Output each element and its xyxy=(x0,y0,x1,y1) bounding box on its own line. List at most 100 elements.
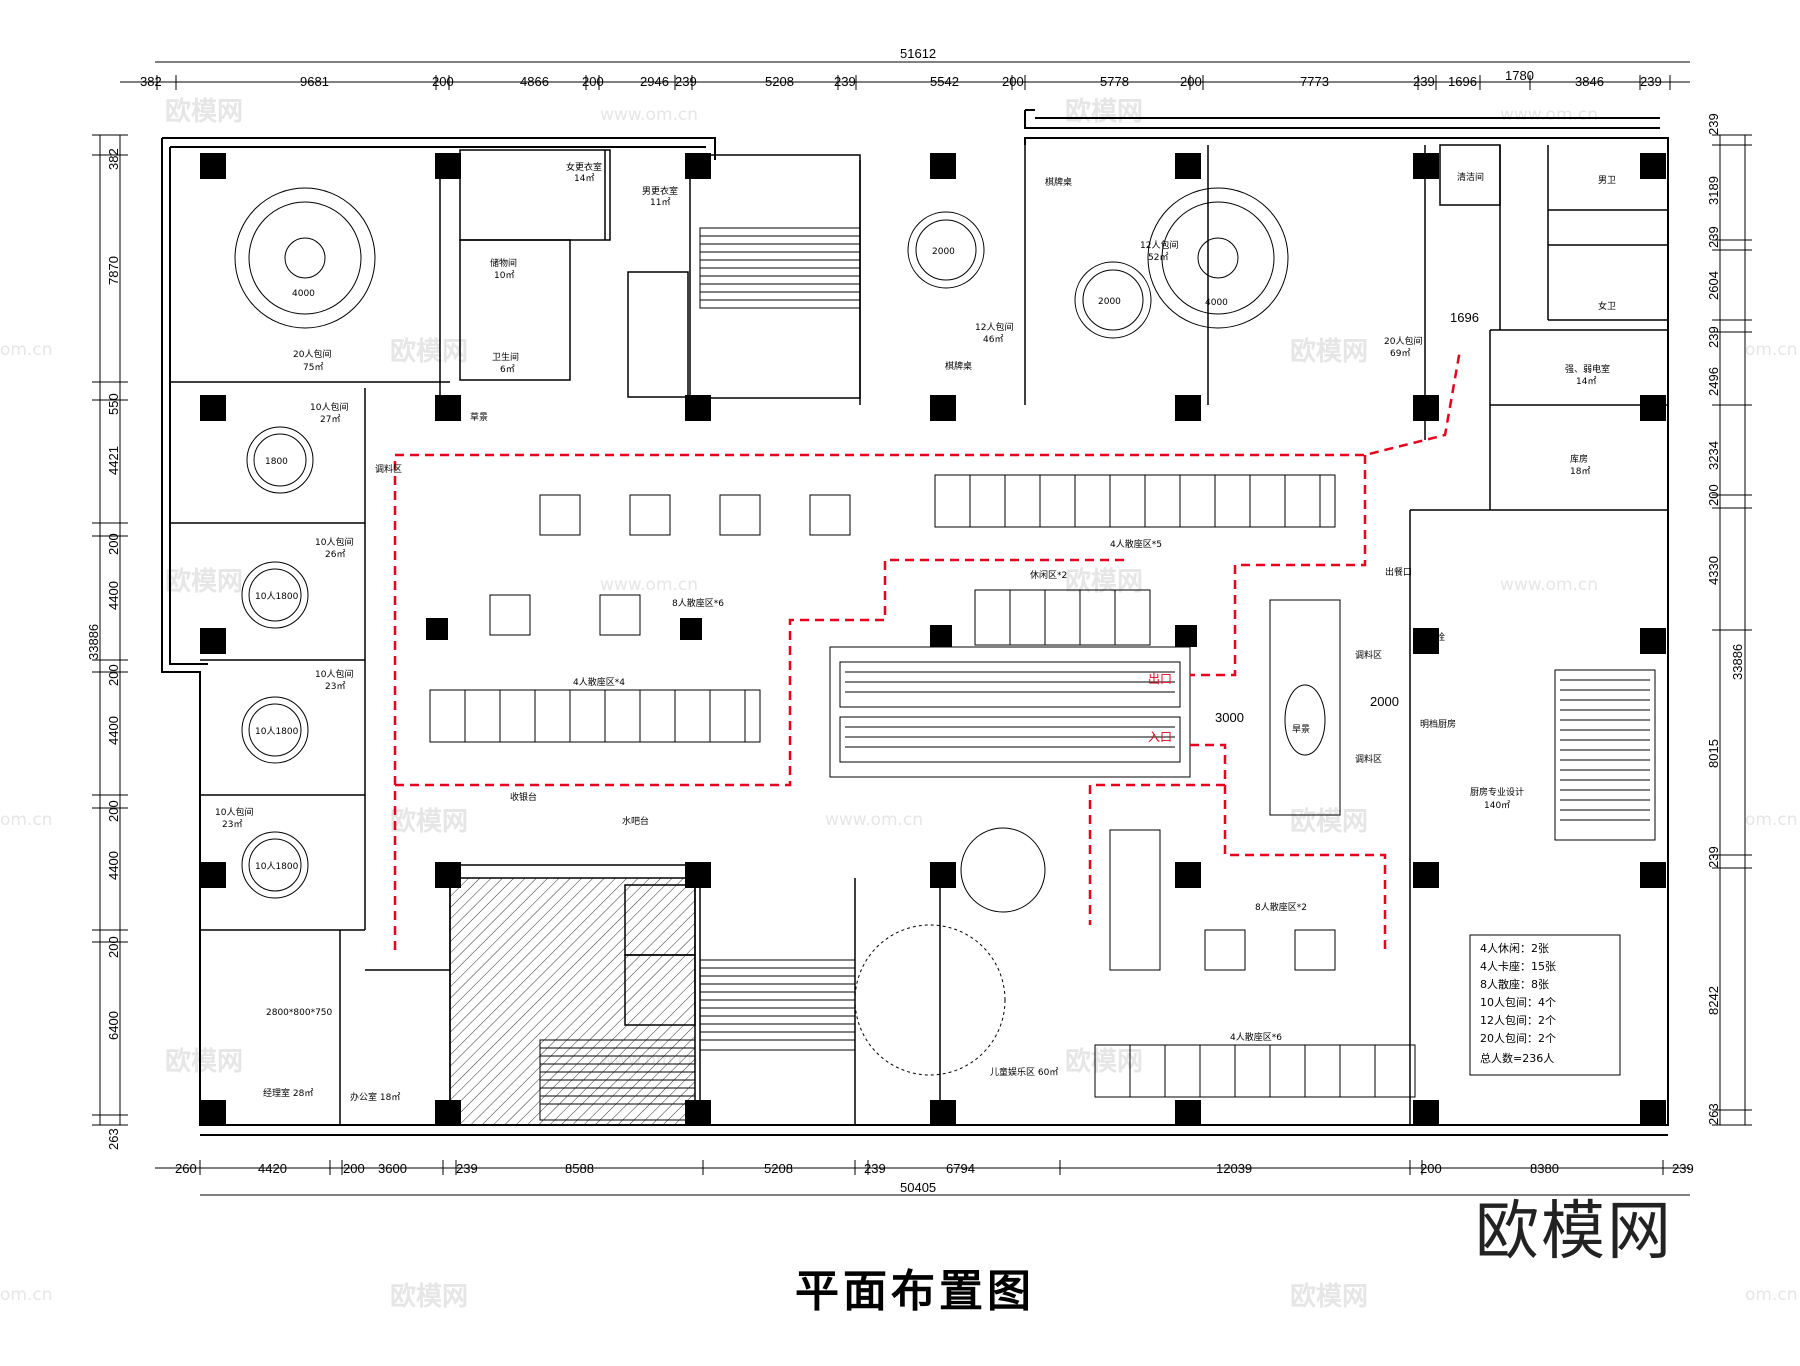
circulation-route xyxy=(393,349,1462,955)
dim-right: 2604 xyxy=(1706,271,1721,300)
dim-top: 200 xyxy=(1180,74,1202,89)
summary-line: 20人包间：2个 xyxy=(1480,1032,1556,1045)
dim-bottom: 239 xyxy=(864,1161,886,1176)
watermark: 欧模网 xyxy=(390,806,468,837)
watermark: om.cn xyxy=(1745,810,1798,830)
fire-hydrant-label: 消防栓 xyxy=(1418,631,1445,643)
watermark: 欧模网 xyxy=(1290,806,1368,837)
dim-right: 8015 xyxy=(1706,739,1721,768)
watermark: 欧模网 xyxy=(1290,1281,1368,1312)
room-name: 清洁间 xyxy=(1457,171,1484,183)
dim-left-total: 33886 xyxy=(86,624,101,660)
dimension-labels: 51612 382 9681 200 4866 200 2946 239 520… xyxy=(86,46,1745,1195)
dim-right: 239 xyxy=(1706,113,1721,135)
interior-walls xyxy=(170,144,1668,1126)
room-name: 10人包间 xyxy=(215,806,253,818)
dim-bottom: 239 xyxy=(456,1161,478,1176)
zone-label: 4人散座区*4 xyxy=(573,676,625,688)
room-name: 女卫 xyxy=(1598,300,1616,312)
landscape-label: 草景 xyxy=(470,411,488,423)
summary-line: 4人休闲：2张 xyxy=(1480,941,1549,955)
dim-bottom: 239 xyxy=(1672,1161,1694,1176)
dim-left: 550 xyxy=(106,393,121,415)
room-name: 储物间 xyxy=(490,257,517,269)
dim-top: 382 xyxy=(140,74,162,89)
room-area: 14㎡ xyxy=(1576,376,1596,387)
summary-line: 4人卡座：15张 xyxy=(1480,959,1556,973)
table-size-label: 2000 xyxy=(932,247,955,257)
room-area: 140㎡ xyxy=(1484,800,1510,811)
watermark: om.cn xyxy=(1745,340,1798,360)
outer-walls xyxy=(161,109,1669,1136)
room-area: 27㎡ xyxy=(320,414,340,425)
watermark: www.om.cn xyxy=(600,105,698,125)
square-tables xyxy=(489,494,1336,971)
dim-right: 200 xyxy=(1706,484,1721,506)
zone-label: 4人散座区*5 xyxy=(1110,538,1162,550)
room-area: 26㎡ xyxy=(325,549,345,560)
watermark: www.om.cn xyxy=(1500,575,1598,595)
dim-left: 4400 xyxy=(106,851,121,880)
kids-play-area xyxy=(854,599,1341,1076)
dim-right: 4330 xyxy=(1706,556,1721,585)
room-area: 69㎡ xyxy=(1390,348,1410,359)
dim-bottom: 200 xyxy=(343,1161,365,1176)
room-area: 23㎡ xyxy=(222,819,242,830)
dim-top: 239 xyxy=(675,74,697,89)
zone-label: 调料区 xyxy=(375,463,402,475)
dim-right: 239 xyxy=(1706,226,1721,248)
dim-bottom: 6794 xyxy=(946,1161,975,1176)
dim-top: 239 xyxy=(1640,74,1662,89)
table-size-label: 4000 xyxy=(1205,298,1228,308)
table-size-label: 4000 xyxy=(292,289,315,299)
zone-label: 水吧台 xyxy=(622,815,649,827)
entry-label: 入口 xyxy=(1148,730,1172,744)
dim-left: 4400 xyxy=(106,581,121,610)
dim-right: 2496 xyxy=(1706,367,1721,396)
room-area: 10㎡ xyxy=(494,270,514,281)
room-name: 12人包间 xyxy=(1140,239,1178,251)
escalator xyxy=(829,646,1191,778)
watermark: om.cn xyxy=(1745,1285,1798,1305)
dim-left: 4400 xyxy=(106,716,121,745)
zone-label: 调料区 xyxy=(1355,649,1382,661)
room-name: 10人包间 xyxy=(315,536,353,548)
dim-right: 3189 xyxy=(1706,176,1721,205)
dim-left: 4421 xyxy=(106,446,121,475)
dim-left: 200 xyxy=(106,936,121,958)
room-name: 10人包间 xyxy=(310,401,348,413)
room-name: 20人包间 xyxy=(1384,335,1422,347)
room-name: 厨房专业设计 xyxy=(1470,786,1524,798)
dim-bottom-total: 50405 xyxy=(900,1180,936,1195)
dim-ticks xyxy=(92,75,1752,1175)
dim-top: 2946 xyxy=(640,74,669,89)
dim-right: 263 xyxy=(1706,1103,1721,1125)
watermark: 欧模网 xyxy=(165,1046,243,1077)
dim-right: 3234 xyxy=(1706,441,1721,470)
room-name: 10人包间 xyxy=(315,668,353,680)
room-name: 20人包间 xyxy=(293,348,331,360)
zone-label: 8人散座区*2 xyxy=(1255,901,1307,913)
watermark: 欧模网 xyxy=(390,336,468,367)
round-tables xyxy=(234,187,1289,899)
room-name: 库房 xyxy=(1570,453,1588,465)
dim-top: 200 xyxy=(432,74,454,89)
dim-top: 1780 xyxy=(1505,68,1534,83)
dim-top: 200 xyxy=(582,74,604,89)
table-size-label: 2000 xyxy=(1098,297,1121,307)
zone-label: 出餐口 xyxy=(1385,566,1412,578)
dim-left: 200 xyxy=(106,533,121,555)
zone-label: 8人散座区*6 xyxy=(672,597,724,609)
dim-bottom: 260 xyxy=(175,1161,197,1176)
watermark-layer: 欧模网 www.om.cn 欧模网 www.om.cn 欧模网 欧模网 om.c… xyxy=(0,96,1798,1312)
room-name: 女更衣室 xyxy=(566,161,602,173)
room-name: 经理室 28㎡ xyxy=(263,1087,313,1099)
room-area: 23㎡ xyxy=(325,681,345,692)
dim-left: 6400 xyxy=(106,1011,121,1040)
watermark: 欧模网 xyxy=(165,96,243,127)
summary-line: 10人包间：4个 xyxy=(1480,996,1556,1009)
drawing-title: 平面布置图 xyxy=(795,1266,1035,1317)
zone-label: 调料区 xyxy=(1355,753,1382,765)
seat-summary: 4人休闲：2张 4人卡座：15张 8人散座：8张 10人包间：4个 12人包间：… xyxy=(1469,934,1621,1076)
dim-top: 3846 xyxy=(1575,74,1604,89)
